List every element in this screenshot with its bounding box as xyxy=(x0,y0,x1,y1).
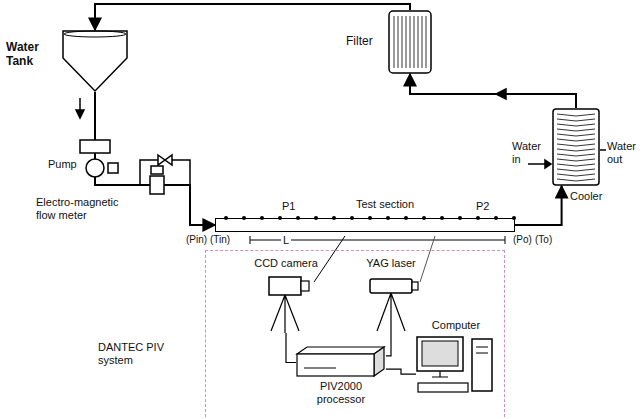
camera-view-line xyxy=(314,236,345,282)
water-tank-icon xyxy=(62,30,128,92)
pipe-connector xyxy=(95,4,410,30)
pipe-connector xyxy=(515,186,562,225)
outlet-temperature-label: (To) xyxy=(535,234,552,246)
yag-laser-icon xyxy=(356,275,426,333)
test-section-pipe-icon xyxy=(216,219,516,233)
computer-icon xyxy=(416,335,496,411)
ccd-camera: CCD camera xyxy=(250,257,322,333)
cable-connector xyxy=(386,369,416,374)
water-in-arrow xyxy=(545,160,551,168)
cooler: Cooler xyxy=(552,108,600,186)
ccd-camera-label: CCD camera xyxy=(254,257,318,270)
laser-beam xyxy=(420,236,435,282)
cooler-icon xyxy=(552,108,600,186)
flow-meter-label: Electro-magnetic flow meter xyxy=(36,196,136,222)
water-in-label: Water in xyxy=(512,140,548,166)
inlet-temperature-label: (Tin) xyxy=(210,234,230,246)
return-flow-arrow xyxy=(496,89,506,99)
yag-laser: YAG laser xyxy=(356,257,426,333)
piv-system-boundary-label: DANTEC PIV system xyxy=(98,341,164,367)
yag-laser-label: YAG laser xyxy=(366,257,415,270)
test-section-pipe: Test section xyxy=(215,218,515,232)
bypass-valve xyxy=(158,155,172,165)
ccd-camera-icon xyxy=(251,275,321,333)
inlet-pressure-label: (Pin) xyxy=(186,234,207,246)
pump-valve xyxy=(108,163,118,173)
pressure-tap-label: P2 xyxy=(476,200,489,213)
outlet-pressure-label: (Po) xyxy=(513,234,532,246)
computer-label: Computer xyxy=(432,319,480,332)
cable-connector xyxy=(386,333,391,356)
piv-processor: PIV2000 processor xyxy=(296,346,386,412)
water-tank: Water Tank xyxy=(62,30,128,92)
computer: Computer xyxy=(416,319,496,411)
piv-processor-label: PIV2000 processor xyxy=(299,380,383,406)
pump-motor xyxy=(80,140,110,153)
pipe-connector xyxy=(410,74,576,108)
water-tank-label: Water Tank xyxy=(6,40,56,69)
flow-arrowhead xyxy=(76,110,84,118)
piv-processor-icon xyxy=(296,346,386,378)
length-label: L xyxy=(281,234,291,247)
pump-label: Pump xyxy=(48,158,77,171)
test-section-pipe-label: Test section xyxy=(356,198,644,211)
cable-connector xyxy=(286,333,296,363)
filter-icon xyxy=(388,10,432,74)
pressure-tap-label: P1 xyxy=(282,200,295,213)
filter-label: Filter xyxy=(346,34,390,48)
piv-system-boundary: DANTEC PIV systemCCD cameraYAG laserPIV2… xyxy=(205,250,505,419)
bypass-pipe xyxy=(140,160,190,185)
cooler-label: Cooler xyxy=(570,190,618,203)
flow-meter-head xyxy=(151,166,163,174)
flow-meter-body xyxy=(150,176,164,194)
pump-housing xyxy=(86,159,104,177)
filter: Filter xyxy=(388,10,432,74)
water-out-pipe xyxy=(600,149,606,151)
water-out-label: Water out xyxy=(607,140,641,166)
